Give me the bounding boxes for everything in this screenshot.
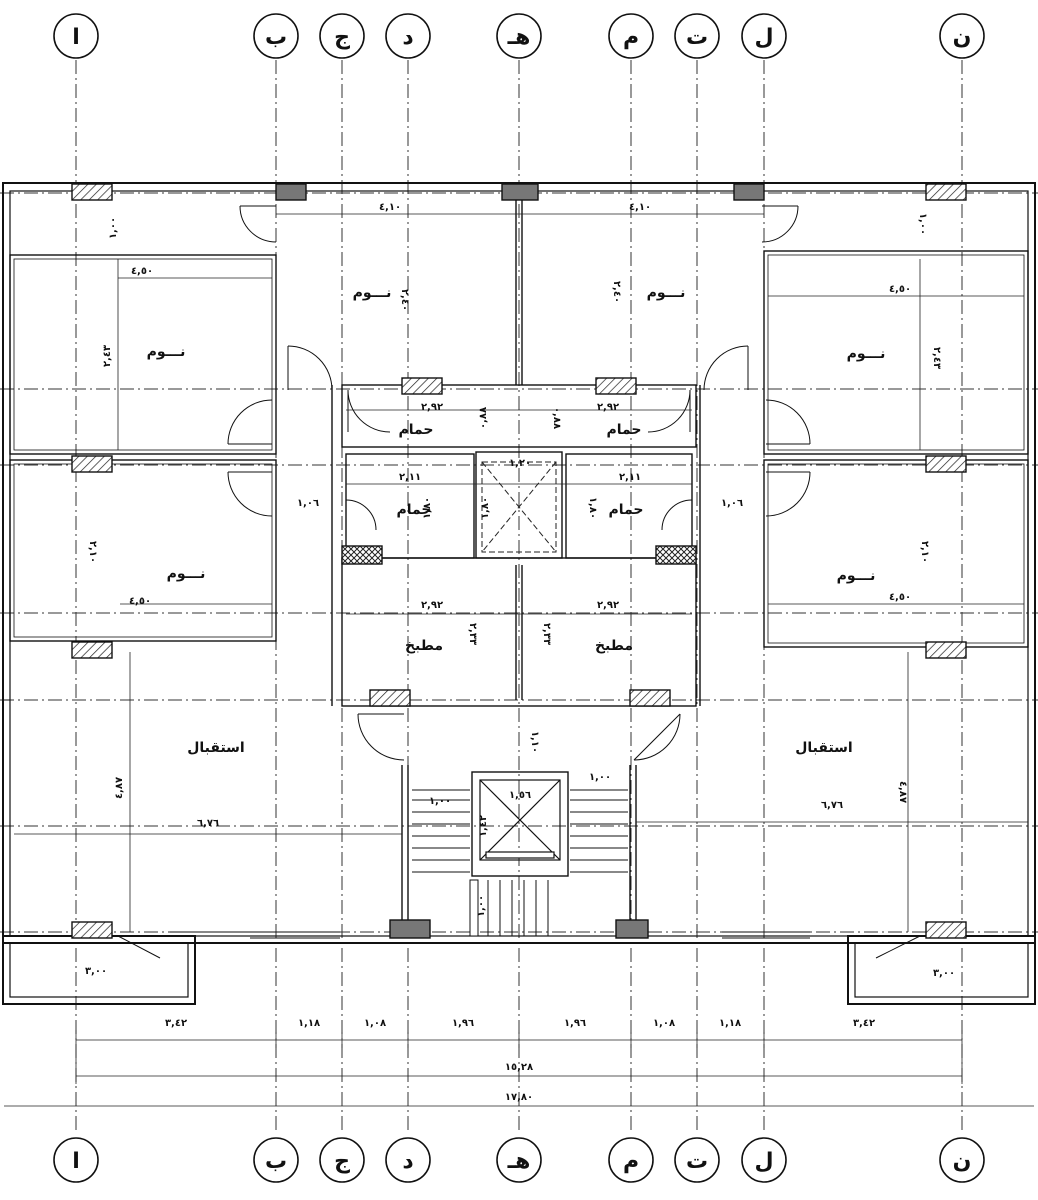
grid-label: ج <box>334 1149 350 1174</box>
dim-label: ٠,٨٨ <box>478 407 489 429</box>
dim-label: ٣,٤٢ <box>165 1018 187 1029</box>
room-label-reception: استقبال <box>795 740 852 756</box>
room-label-kitchen: مطبخ <box>405 638 443 654</box>
dim-label: ٢,١١ <box>399 472 421 483</box>
dim-label: ٤,١٠ <box>629 202 651 213</box>
grid-label: م <box>623 1149 639 1174</box>
dim-label: ١,٥٦ <box>509 790 531 801</box>
dim-label: ٢,٤٠ <box>399 289 410 311</box>
columns <box>71 183 967 939</box>
dim-label: ٢,١٠ <box>919 541 930 563</box>
grid-label: ل <box>754 25 773 50</box>
room-label-bedroom: نـــوم <box>167 566 206 582</box>
dim-label: ١٧,٨٠ <box>505 1092 533 1103</box>
dim-label: ١,١٨ <box>298 1018 320 1029</box>
dim-label: ١,٠٠ <box>108 217 119 239</box>
dim-label: ٤,٥٠ <box>889 592 911 603</box>
dim-label: ٤,٥٠ <box>889 284 911 295</box>
stairs <box>412 789 628 937</box>
room-labels: نـــوم نـــوم نـــوم نـــوم نـــوم نـــو… <box>147 285 886 756</box>
dim-label: ١,٠٦ <box>721 498 743 509</box>
windows <box>3 699 810 939</box>
room-label-bedroom: نـــوم <box>147 344 186 360</box>
room-label-bathroom: حمام <box>609 502 644 518</box>
dim-label: ٠,٨٨ <box>551 407 562 429</box>
dim-label: ١,٨٠ <box>587 497 598 519</box>
dimension-labels: ٤,١٠ ٤,١٠ ٤,٥٠ ٤,٥٠ ٤,٥٠ ٤,٥٠ ٢,٤٠ ٢,٤٠ … <box>85 202 955 979</box>
grid-label: هـ <box>507 1149 531 1174</box>
grid-label: ب <box>265 25 287 50</box>
dim-label: ١,٠٨ <box>653 1018 675 1029</box>
grid-label: هـ <box>507 25 531 50</box>
dim-label: ١,٠٨ <box>364 1018 386 1029</box>
grid-bubbles-top: ا ب ج د هـ م ت ل ن <box>53 13 985 59</box>
dim-label: ١,٠٠ <box>917 213 928 235</box>
dim-label: ١,٩٦ <box>564 1018 586 1029</box>
dim-label: ١,١٨ <box>719 1018 741 1029</box>
room-label-bathroom: حمام <box>399 422 434 438</box>
dim-label: ٤,٥٠ <box>129 596 151 607</box>
dim-label: ٤,٨٧ <box>114 777 125 799</box>
dimension-lines <box>4 213 1034 1107</box>
grid-label: ا <box>72 1149 80 1174</box>
dim-label: ٢,٤٣ <box>931 347 942 369</box>
dim-label: ١,٠٠ <box>429 796 451 807</box>
dim-label: ٣,٤٢ <box>853 1018 875 1029</box>
dim-label: ٢,٣٣ <box>467 623 478 645</box>
grid-label: م <box>623 25 639 50</box>
room-label-kitchen: مطبخ <box>595 638 633 654</box>
room-label-bedroom: نـــوم <box>837 568 876 584</box>
dim-label: ٤,١٠ <box>379 202 401 213</box>
dim-label: ٢,١١ <box>619 472 641 483</box>
grid-label: ا <box>72 25 80 50</box>
grid-label: ج <box>334 25 350 50</box>
grid-label: ل <box>754 1149 773 1174</box>
doors <box>117 205 921 959</box>
grid-label: د <box>402 1149 413 1174</box>
room-label-bathroom: حمام <box>397 502 432 518</box>
dim-label: ٦,٧٦ <box>821 800 843 811</box>
room-label-bathroom: حمام <box>607 422 642 438</box>
dim-label: ٤,٨٧ <box>897 781 908 803</box>
grid-label: ن <box>953 1149 972 1174</box>
dim-label: ٦,٧٦ <box>197 818 219 829</box>
dim-label: ٢,٩٢ <box>421 600 443 611</box>
dim-label: ١,٨٠ <box>480 497 491 519</box>
dim-label: ١,٠٠ <box>476 895 487 917</box>
dim-label: ٢,٩٢ <box>597 600 619 611</box>
dim-label: ٢,٩٢ <box>597 402 619 413</box>
bottom-dimensions: ٣,٤٢ ١,١٨ ١,٠٨ ١,٩٦ ١,٩٦ ١,٠٨ ١,١٨ ٣,٤٢ … <box>165 1018 875 1103</box>
grid-label: ت <box>686 1149 708 1174</box>
dim-label: ٢,٣٣ <box>541 623 552 645</box>
room-label-bedroom: نـــوم <box>847 346 886 362</box>
dim-label: ١,٢٠ <box>509 458 531 469</box>
dim-label: ٢,٤٣ <box>102 345 113 367</box>
room-label-bedroom: نـــوم <box>353 285 392 301</box>
elevator <box>479 779 561 861</box>
room-label-bedroom: نـــوم <box>647 285 686 301</box>
light-well <box>481 461 557 553</box>
grid-label: ن <box>953 25 972 50</box>
dim-label: ٢,٩٢ <box>421 402 443 413</box>
dim-label: ٣,٠٠ <box>933 968 955 979</box>
grid-label: د <box>402 25 413 50</box>
dim-label: ٣,٠٠ <box>85 966 107 977</box>
dim-label: ١,١٠ <box>529 731 540 753</box>
dim-label: ١,٩٦ <box>452 1018 474 1029</box>
dim-label: ١٥,٢٨ <box>505 1062 533 1073</box>
dim-label: ١,٠٠ <box>589 772 611 783</box>
dim-label: ٤,٥٠ <box>131 266 153 277</box>
grid-label: ب <box>265 1149 287 1174</box>
dim-label: ٢,٤٠ <box>611 281 622 303</box>
dim-label: ١,٤٢ <box>478 815 489 837</box>
dim-label: ١,٨٠ <box>422 497 433 519</box>
dim-label: ٢,١٠ <box>87 541 98 563</box>
room-label-reception: استقبال <box>187 740 244 756</box>
dim-label: ١,٠٦ <box>297 498 319 509</box>
grid-label: ت <box>686 25 708 50</box>
grid-axes <box>0 60 1038 1130</box>
grid-bubbles-bottom: ا ب ج د هـ م ت ل ن <box>53 1137 985 1183</box>
